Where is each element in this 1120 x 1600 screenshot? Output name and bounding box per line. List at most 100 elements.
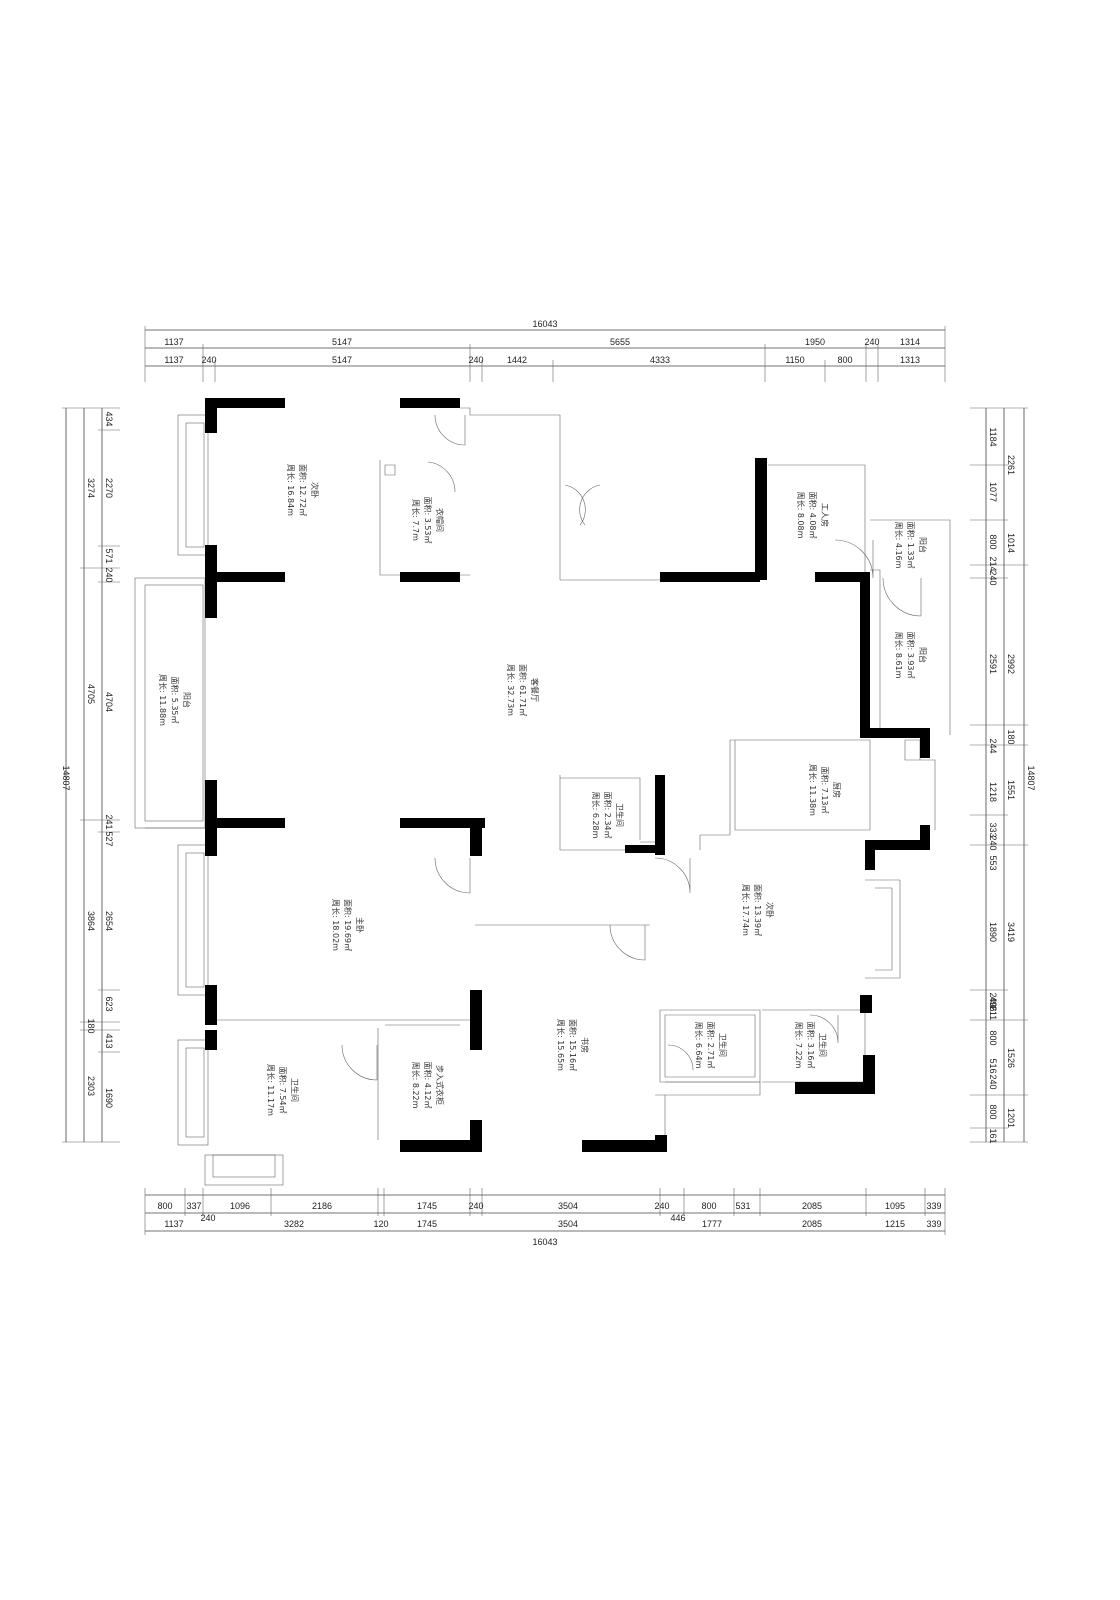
room-name: 厨房 bbox=[832, 782, 842, 798]
dim-bottom1: 2186 bbox=[312, 1201, 332, 1211]
room-area: 面积: 61.71㎡ bbox=[518, 664, 528, 716]
walls bbox=[205, 398, 930, 1152]
room-area: 面积: 2.71㎡ bbox=[706, 1021, 716, 1068]
room-label-bedroom-2: 次卧 面积: 12.72㎡ 周长: 16.84m bbox=[286, 464, 320, 516]
dim-right-outer: 1526 bbox=[1006, 1048, 1016, 1068]
dim-right-outer: 1014 bbox=[1006, 533, 1016, 553]
door-swings bbox=[341, 414, 922, 1081]
room-perimeter: 周长: 11.38m bbox=[808, 764, 818, 816]
room-name: 步入式衣柜 bbox=[435, 1065, 445, 1105]
dim-top2: 240 bbox=[468, 355, 483, 365]
room-label-bathroom-right: 卫生间 面积: 3.16㎡ 周长: 7.22m bbox=[794, 1021, 828, 1068]
dim-right-inner: 800 bbox=[988, 1104, 998, 1119]
dim-left-outer: 2303 bbox=[86, 1076, 96, 1096]
room-perimeter: 周长: 18.02m bbox=[331, 899, 341, 951]
room-perimeter: 周长: 32.73m bbox=[506, 664, 516, 716]
dim-right-inner: 240 bbox=[988, 992, 998, 1007]
room-name: 卫生间 bbox=[615, 803, 625, 827]
dim-left-inner: 413 bbox=[104, 1033, 114, 1048]
dim-left-inner: 241 bbox=[104, 814, 114, 829]
room-area: 面积: 19.69㎡ bbox=[343, 899, 353, 951]
dim-bottom2: 3282 bbox=[284, 1219, 304, 1229]
dim-top2: 1442 bbox=[507, 355, 527, 365]
room-area: 面积: 4.12㎡ bbox=[423, 1061, 433, 1108]
dim-right-inner: 244 bbox=[988, 738, 998, 753]
dim-bottom2: 1745 bbox=[417, 1219, 437, 1229]
room-perimeter: 周长: 8.22m bbox=[411, 1062, 421, 1109]
dim-top2: 5147 bbox=[332, 355, 352, 365]
room-label-balcony-right: 阳台 面积: 3.93㎡ 周长: 8.61m bbox=[894, 631, 928, 678]
room-name: 卫生间 bbox=[290, 1078, 300, 1102]
dim-right-inner: 214 bbox=[988, 556, 998, 571]
dim-bottom1: 240 bbox=[654, 1201, 669, 1211]
room-perimeter: 周长: 6.64m bbox=[694, 1022, 704, 1069]
room-labels: 次卧 面积: 12.72㎡ 周长: 16.84m 衣帽间 面积: 3.53㎡ 周… bbox=[158, 464, 928, 1116]
dim-right-inner: 800 bbox=[988, 1030, 998, 1045]
room-label-kitchen: 厨房 面积: 7.13㎡ 周长: 11.38m bbox=[808, 764, 842, 816]
dim-top2: 240 bbox=[201, 355, 216, 365]
dim-top1: 1314 bbox=[900, 337, 920, 347]
dim-bottom1: 800 bbox=[157, 1201, 172, 1211]
room-perimeter: 周长: 6.28m bbox=[591, 792, 601, 839]
dim-left-inner: 527 bbox=[104, 831, 114, 846]
room-label-maid-room: 工人房 面积: 4.08㎡ 周长: 8.08m bbox=[796, 491, 830, 538]
room-perimeter: 周长: 11.17m bbox=[266, 1064, 276, 1116]
dim-top-overall: 16043 bbox=[532, 319, 557, 329]
dim-bottom1: 1095 bbox=[885, 1201, 905, 1211]
dim-left-outer: 4705 bbox=[86, 684, 96, 704]
room-name: 衣帽间 bbox=[435, 508, 445, 532]
dim-top2: 4333 bbox=[650, 355, 670, 365]
room-label-cloakroom: 衣帽间 面积: 3.53㎡ 周长: 7.7m bbox=[411, 496, 445, 543]
room-label-guest-bathroom: 卫生间 面积: 2.34㎡ 周长: 6.28m bbox=[591, 791, 625, 838]
dim-bottom-overall: 16043 bbox=[532, 1237, 557, 1247]
room-name: 阳台 bbox=[182, 692, 192, 708]
room-label-bedroom-3: 次卧 面积: 13.39㎡ 周长: 17.74m bbox=[741, 884, 775, 936]
dim-bottom2: 1777 bbox=[702, 1219, 722, 1229]
dim-left-inner: 571 bbox=[104, 548, 114, 563]
dim-top2: 1150 bbox=[785, 355, 804, 365]
room-perimeter: 周长: 7.7m bbox=[411, 499, 421, 541]
room-name: 客餐厅 bbox=[530, 678, 540, 702]
dim-bottom2: 240 bbox=[200, 1213, 215, 1223]
room-name: 卫生间 bbox=[718, 1033, 728, 1057]
dim-left-inner: 2270 bbox=[104, 478, 114, 498]
dim-left-outer: 3864 bbox=[86, 911, 96, 931]
dim-bottom1: 1096 bbox=[230, 1201, 250, 1211]
dim-right-outer: 180 bbox=[1006, 729, 1016, 744]
room-perimeter: 周长: 17.74m bbox=[741, 884, 751, 936]
dim-left-inner: 1690 bbox=[104, 1088, 114, 1108]
dim-bottom1: 337 bbox=[186, 1201, 201, 1211]
dim-bottom2: 120 bbox=[373, 1219, 388, 1229]
dim-right-inner: 211 bbox=[988, 1006, 998, 1020]
dim-top1: 5147 bbox=[332, 337, 352, 347]
room-area: 面积: 1.33㎡ bbox=[906, 521, 916, 568]
dim-bottom1: 1745 bbox=[417, 1201, 437, 1211]
dim-bottom2: 3504 bbox=[558, 1219, 578, 1229]
room-name: 阳台 bbox=[918, 647, 928, 663]
room-perimeter: 周长: 11.88m bbox=[158, 674, 168, 726]
room-name: 次卧 bbox=[765, 902, 775, 918]
dim-left-outer: 180 bbox=[86, 1018, 96, 1033]
dim-right-inner: 161 bbox=[988, 1128, 998, 1143]
dim-top2: 1313 bbox=[900, 355, 920, 365]
dim-right-inner: 2591 bbox=[988, 654, 998, 674]
dim-bottom1: 2085 bbox=[802, 1201, 822, 1211]
room-label-master-bedroom: 主卧 面积: 19.69㎡ 周长: 18.02m bbox=[331, 899, 365, 951]
room-area: 面积: 5.35㎡ bbox=[170, 676, 180, 723]
room-label-balcony-left: 阳台 面积: 5.35㎡ 周长: 11.88m bbox=[158, 674, 192, 726]
room-label-master-bathroom: 卫生间 面积: 7.54㎡ 周长: 11.17m bbox=[266, 1064, 300, 1116]
dim-left-outer: 3274 bbox=[86, 478, 96, 498]
dim-bottom1: 339 bbox=[926, 1201, 941, 1211]
dim-right-inner: 1184 bbox=[988, 427, 998, 446]
dim-right-outer: 2992 bbox=[1006, 654, 1016, 674]
dim-left-inner: 623 bbox=[104, 996, 114, 1011]
dim-right-inner: 333 bbox=[988, 822, 998, 837]
room-outlines bbox=[134, 407, 951, 1186]
dim-right-inner: 553 bbox=[988, 855, 998, 870]
dim-right-inner: 1077 bbox=[988, 482, 998, 502]
room-perimeter: 周长: 8.08m bbox=[796, 492, 806, 539]
dimension-labels: 16043 1137 5147 5655 1950 240 1314 1137 … bbox=[61, 319, 1036, 1247]
room-name: 主卧 bbox=[355, 917, 365, 933]
dim-right-inner: 240 bbox=[988, 835, 998, 850]
dim-bottom1: 800 bbox=[701, 1201, 716, 1211]
